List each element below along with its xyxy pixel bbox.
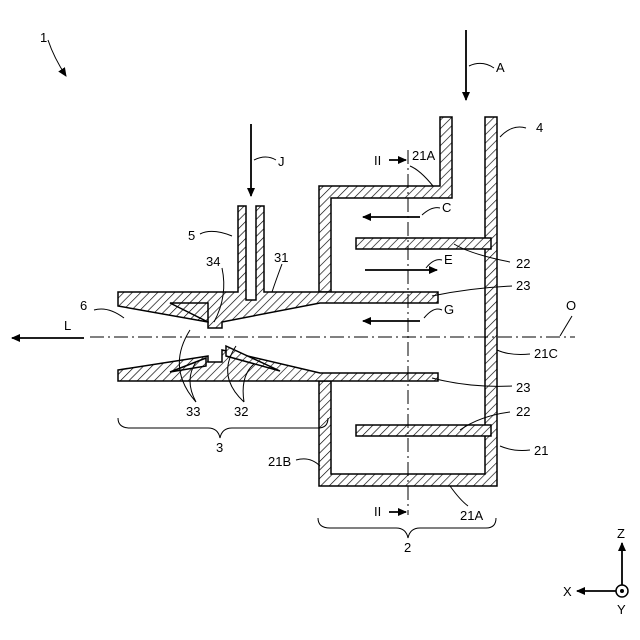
leader-21a-bottom <box>450 486 468 506</box>
label-axis-z: Z <box>617 526 625 541</box>
chamber-top-wall <box>319 117 452 292</box>
leader-o <box>560 316 572 336</box>
label-33: 33 <box>186 404 200 419</box>
leader-a <box>469 63 494 68</box>
leader-23-top <box>432 286 512 296</box>
label-flow-a: A <box>496 60 505 75</box>
leader-j <box>254 157 276 160</box>
label-32: 32 <box>234 404 248 419</box>
label-device-1: 1 <box>40 30 47 45</box>
brace-3 <box>118 418 328 438</box>
label-21a-bottom: 21A <box>460 508 483 523</box>
label-22-top: 22 <box>516 256 530 271</box>
label-part-2: 2 <box>404 540 411 555</box>
label-pipe-4: 4 <box>536 120 543 135</box>
label-flow-g: G <box>444 302 454 317</box>
label-21b: 21B <box>268 454 291 469</box>
label-outlet-6: 6 <box>80 298 87 313</box>
axis-y-dot <box>620 589 624 593</box>
leader-21a-top <box>410 166 433 186</box>
label-34: 34 <box>206 254 220 269</box>
label-flow-e: E <box>444 252 453 267</box>
label-part-3: 3 <box>216 440 223 455</box>
label-21a-top: 21A <box>412 148 435 163</box>
label-pipe-5: 5 <box>188 228 195 243</box>
leader-5 <box>200 231 232 236</box>
label-axis-y: Y <box>617 602 626 617</box>
label-axis-x: X <box>563 584 572 599</box>
nozzle-upper-wall <box>118 206 438 328</box>
leader-g <box>424 309 442 318</box>
label-flow-j: J <box>278 154 285 169</box>
label-23-top: 23 <box>516 278 530 293</box>
label-flow-l: L <box>64 318 71 333</box>
baffle-22-top <box>356 238 491 249</box>
leader-e <box>426 260 442 268</box>
leader-21 <box>500 446 530 451</box>
label-21c: 21C <box>534 346 558 361</box>
leader-1 <box>48 40 66 76</box>
label-22-bottom: 22 <box>516 404 530 419</box>
leader-4 <box>500 127 526 137</box>
leader-6 <box>94 309 124 318</box>
leader-21b <box>296 459 320 466</box>
label-section-ii-bottom: II <box>374 504 381 519</box>
label-axis-o: O <box>566 298 576 313</box>
leader-31 <box>272 264 282 292</box>
leader-21c <box>497 350 530 355</box>
label-23-bottom: 23 <box>516 380 530 395</box>
nozzle-lower-wall <box>118 350 438 381</box>
label-flow-c: C <box>442 200 451 215</box>
label-part-21: 21 <box>534 443 548 458</box>
baffle-22-bottom <box>356 425 491 436</box>
leader-c <box>422 208 440 215</box>
label-section-ii-top: II <box>374 153 381 168</box>
label-31: 31 <box>274 250 288 265</box>
leader-23-bottom <box>432 378 512 386</box>
